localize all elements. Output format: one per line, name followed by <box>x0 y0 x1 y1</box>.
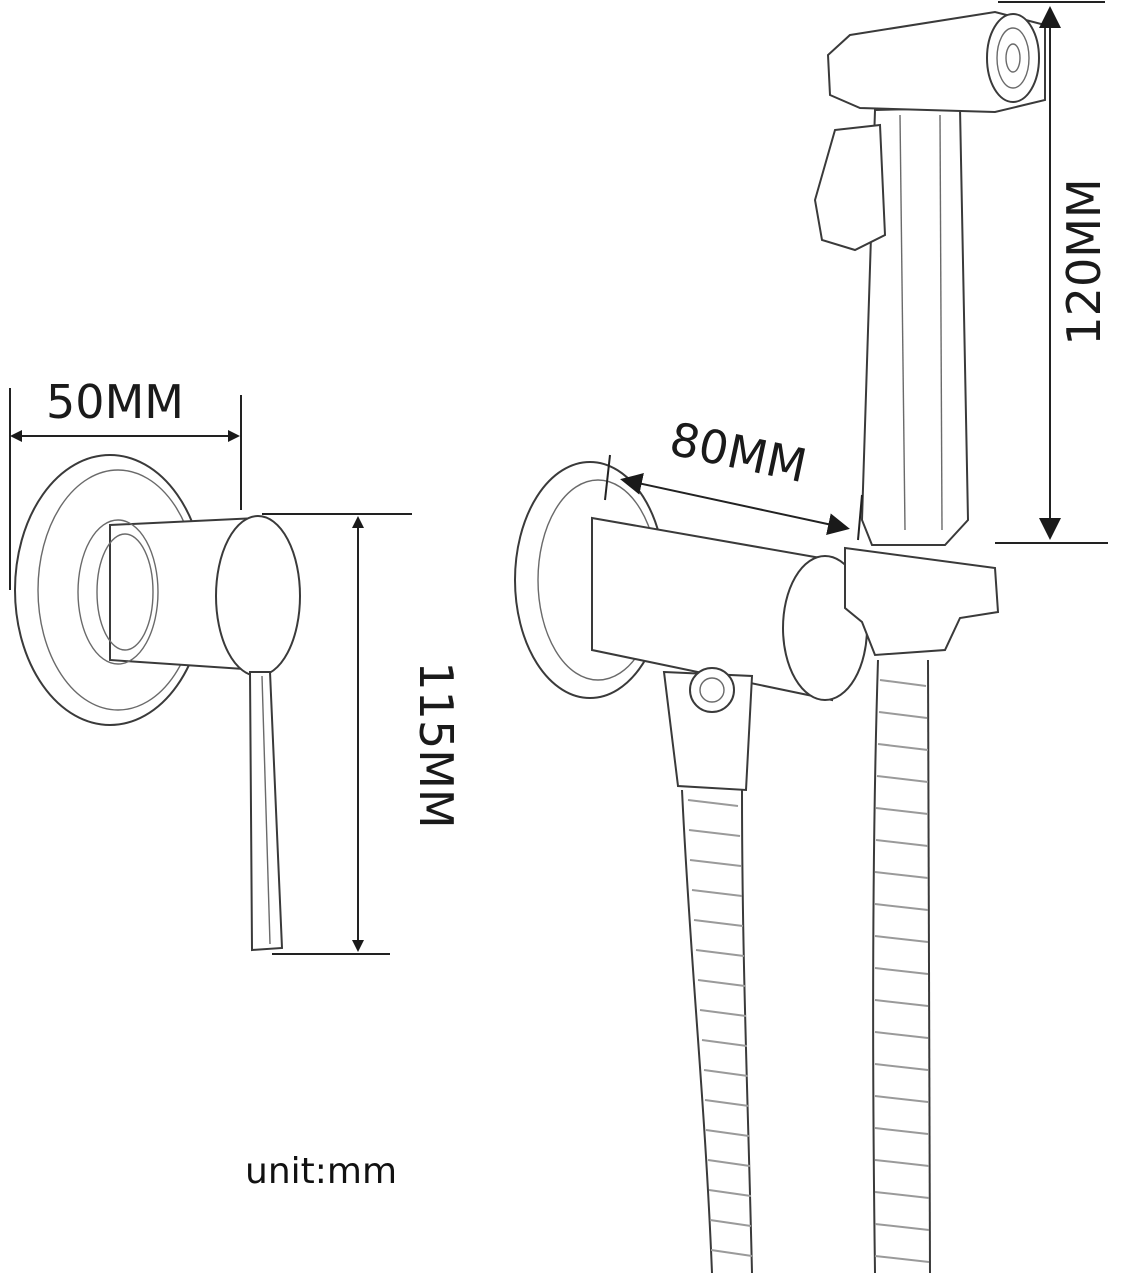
hose-left <box>681 789 753 1273</box>
sprayer-nozzle <box>986 13 1040 103</box>
hose-right <box>872 659 931 1273</box>
valve-body-collar <box>77 519 159 665</box>
valve-width-label: 50MM <box>46 375 184 429</box>
sprayer-drawing <box>514 10 1046 1273</box>
sprayer-holder-bracket <box>844 546 1000 657</box>
sprayer-trigger <box>813 123 887 252</box>
dimension-sprayer-height: 120MM <box>995 1 1111 544</box>
dimension-valve-width: 50MM <box>9 375 242 590</box>
valve-body-collar-inner <box>96 533 154 651</box>
valve-height-label: 115MM <box>409 661 463 828</box>
dimension-valve-height: 115MM <box>262 513 463 955</box>
mixing-valve-drawing <box>14 454 301 952</box>
holder-depth-label: 80MM <box>665 412 811 493</box>
unit-note: unit:mm <box>245 1151 397 1192</box>
sprayer-height-label: 120MM <box>1057 178 1111 345</box>
valve-front-cap <box>215 515 301 677</box>
